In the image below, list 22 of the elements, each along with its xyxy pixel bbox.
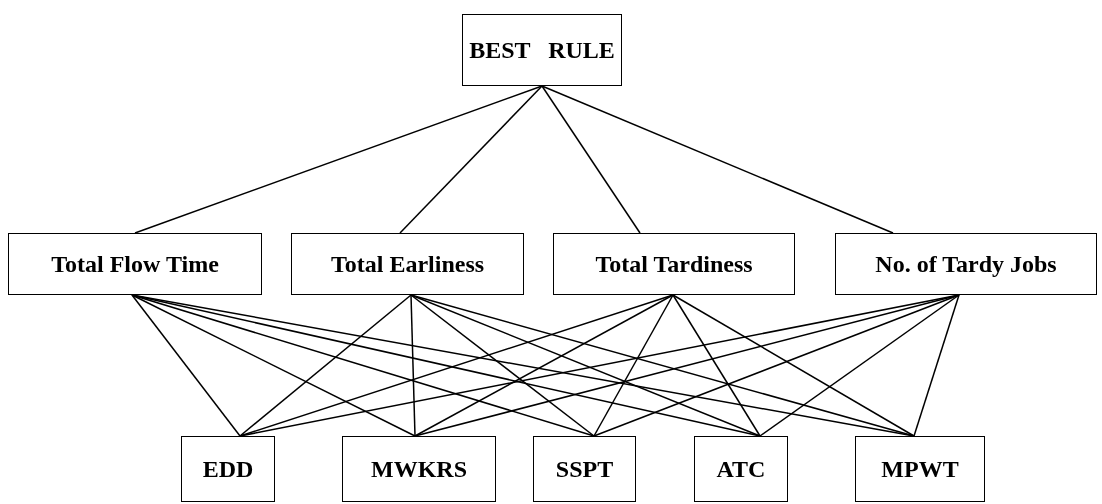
connector-line (131, 294, 241, 437)
connector-line (134, 85, 543, 234)
connector-line (541, 85, 894, 234)
criterion-box: No. of Tardy Jobs (835, 233, 1097, 295)
connector-line (239, 294, 412, 437)
criterion-box: Total Earliness (291, 233, 524, 295)
connector-line (410, 294, 595, 437)
criterion-box: Total Flow Time (8, 233, 262, 295)
connector-line (414, 294, 674, 437)
connector-line (410, 294, 761, 437)
connector-line (131, 294, 416, 437)
connector-line (399, 85, 543, 234)
connector-line (913, 294, 960, 437)
connector-line (672, 294, 915, 437)
connector-line (410, 294, 416, 437)
goal-box: BEST RULE (462, 14, 622, 86)
connector-line (593, 294, 960, 437)
connector-line (672, 294, 761, 437)
connector-line (541, 85, 641, 234)
connector-line (759, 294, 960, 437)
connector-line (593, 294, 674, 437)
criterion-box: Total Tardiness (553, 233, 795, 295)
